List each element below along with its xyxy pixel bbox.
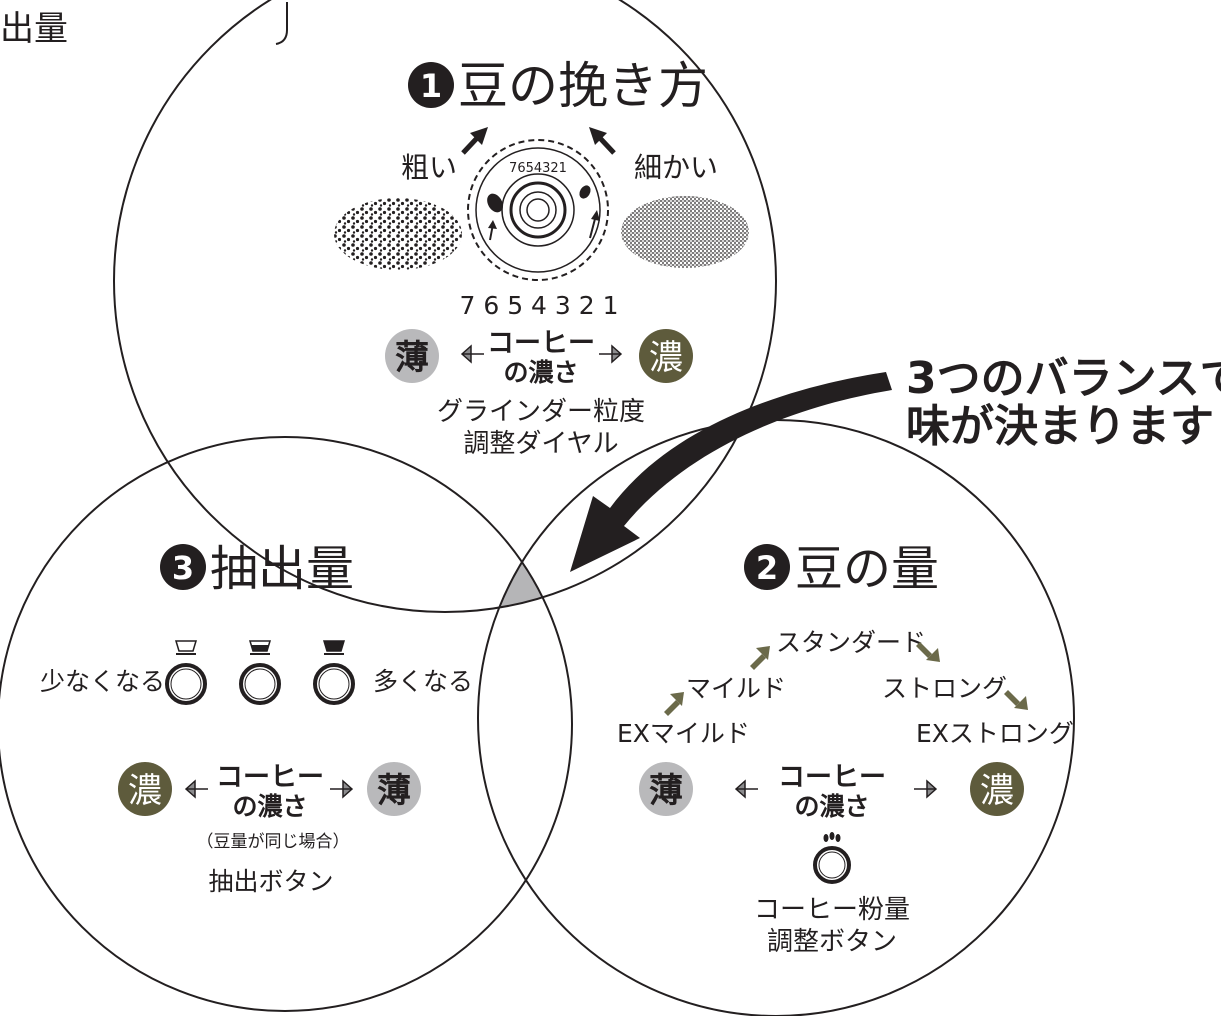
coarse-bean-icon [487, 193, 503, 213]
number-3-badge [160, 544, 206, 590]
bracket-fragment [275, 2, 288, 45]
extraction-strong-label: 濃 [128, 771, 162, 811]
step-arrow-down-2-icon [1004, 690, 1028, 710]
amount-light-badge [639, 762, 693, 816]
fine-label: 細かい [634, 151, 718, 184]
extraction-title: 3 抽出量 [160, 541, 354, 597]
extraction-strength-line1: コーヒー [216, 762, 324, 793]
amount-title: 2 豆の量 [744, 541, 939, 597]
step-arrow-up-1-icon [664, 692, 684, 716]
grind-light-label: 薄 [395, 338, 429, 378]
extraction-note: （豆量が同じ場合） [197, 832, 350, 852]
amount-left-arrow-icon [734, 779, 758, 799]
extraction-title-text: 抽出量 [210, 541, 354, 597]
amount-strong-label: 濃 [980, 771, 1014, 811]
grind-strength-line1: コーヒー [487, 328, 595, 359]
grind-title-text: 豆の挽き方 [458, 57, 708, 115]
number-3-label: 3 [172, 549, 194, 587]
dial-numbers: 7654321 [509, 161, 567, 176]
level-ex-strong: EXストロング [916, 719, 1074, 748]
amount-strong-badge [970, 762, 1024, 816]
level-ex-mild: EXマイルド [617, 719, 750, 748]
number-2-label: 2 [756, 549, 778, 587]
grind-light-badge [385, 329, 439, 383]
amount-light-label: 薄 [649, 771, 683, 811]
amount-control-line2: 調整ボタン [767, 927, 897, 957]
grind-control-line2: 調整ダイヤル [463, 429, 618, 459]
number-1-label: 1 [420, 67, 442, 105]
cup-small-icon [165, 640, 207, 705]
amount-strength-line2: の濃さ [794, 792, 869, 821]
amount-title-text: 豆の量 [795, 541, 939, 597]
number-1-badge [408, 62, 454, 108]
fine-bean-icon [579, 185, 591, 199]
extraction-light-badge [367, 762, 421, 816]
powder-button-icon [813, 832, 851, 884]
amount-control-line1: コーヒー粉量 [754, 895, 910, 925]
extraction-strength-line2: の濃さ [232, 792, 307, 821]
level-mild: マイルド [686, 674, 786, 703]
fine-grounds-icon [621, 196, 749, 268]
coarse-label: 粗い [401, 151, 457, 184]
level-standard: スタンダード [776, 628, 926, 657]
extraction-less-label: 少なくなる [40, 667, 165, 696]
grind-title: 1 豆の挽き方 [408, 57, 708, 115]
coarse-arrow-icon [461, 135, 480, 155]
grind-control-line1: グラインダー粒度 [437, 397, 645, 427]
step-arrow-up-2-icon [750, 646, 770, 670]
grind-scale: 7 6 5 4 3 2 1 [459, 291, 618, 320]
top-left-fragment: 出量 [0, 9, 68, 49]
extraction-more-label: 多くなる [373, 667, 473, 696]
amount-strength-line1: コーヒー [778, 762, 886, 793]
extraction-circle [0, 436, 573, 1012]
cup-medium-icon [239, 640, 281, 705]
extraction-right-arrow-icon [330, 779, 354, 799]
extraction-left-arrow-icon [184, 779, 208, 799]
grind-right-arrow-icon [599, 344, 623, 364]
step-arrows [664, 642, 1028, 716]
grind-left-arrow-icon [460, 344, 484, 364]
amount-right-arrow-icon [914, 779, 938, 799]
grind-circle [113, 0, 777, 613]
grind-strong-badge [639, 329, 693, 383]
level-strong: ストロング [882, 674, 1007, 703]
grind-strength-line2: の濃さ [503, 358, 578, 387]
grind-strong-label: 濃 [649, 338, 683, 378]
headline-line2: 味が決まります [906, 401, 1214, 452]
step-arrow-down-1-icon [916, 642, 940, 662]
extraction-strong-badge [118, 762, 172, 816]
extraction-control-label: 抽出ボタン [208, 867, 333, 896]
coarse-grounds-icon [334, 198, 462, 270]
cup-large-icon [313, 640, 355, 705]
number-2-badge [744, 544, 790, 590]
grinder-dial-icon: 7654321 [467, 139, 609, 281]
headline-line1: 3つのバランスで [906, 353, 1221, 404]
fine-arrow-icon [597, 135, 616, 155]
pointer-arrow-icon [570, 372, 892, 572]
extraction-light-label: 薄 [377, 771, 411, 811]
